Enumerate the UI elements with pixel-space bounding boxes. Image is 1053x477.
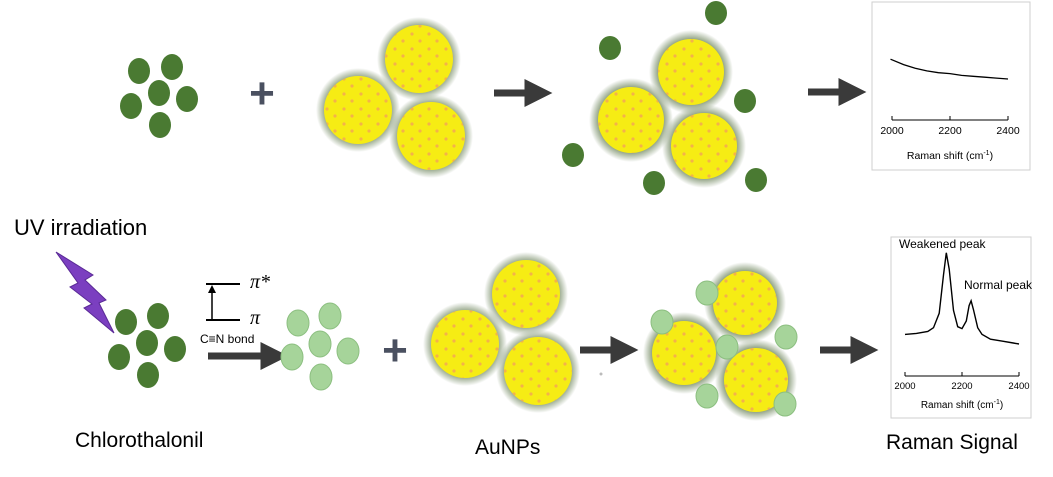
aunps-label: AuNPs bbox=[475, 436, 540, 459]
aunp bbox=[589, 78, 673, 162]
raman-spectrum-top: 2000 2200 2400 Raman shift (cm-1) bbox=[871, 1, 1031, 171]
aunp bbox=[649, 30, 733, 114]
molecule bbox=[108, 344, 130, 370]
bond-label: C≡N bond bbox=[200, 332, 254, 346]
energy-level-diagram: π* π C≡N bond bbox=[200, 271, 270, 346]
molecule bbox=[115, 309, 137, 335]
molecule bbox=[774, 324, 798, 350]
x-tick-label: 2200 bbox=[938, 125, 962, 137]
molecule bbox=[643, 171, 665, 195]
aunp bbox=[496, 329, 580, 413]
molecule bbox=[715, 334, 739, 360]
molecule bbox=[562, 143, 584, 167]
molecule bbox=[599, 36, 621, 60]
aunp-with-irradiated-molecules bbox=[643, 262, 798, 421]
irradiated-molecule-cluster bbox=[280, 302, 360, 391]
aunp bbox=[316, 68, 400, 152]
molecule bbox=[695, 280, 719, 306]
aunp-cluster-bottom bbox=[423, 252, 580, 413]
x-tick-label: 2200 bbox=[951, 381, 972, 392]
molecule bbox=[149, 112, 171, 138]
chlorothalonil-cluster-bottom bbox=[108, 303, 186, 388]
molecule bbox=[128, 58, 150, 84]
raman-signal-label: Raman Signal bbox=[886, 431, 1018, 454]
x-tick-label: 2400 bbox=[1008, 381, 1029, 392]
top-row: + bbox=[120, 1, 1031, 195]
normal-peak-label: Normal peak bbox=[964, 278, 1033, 292]
molecule bbox=[336, 337, 360, 365]
x-tick-label: 2400 bbox=[996, 125, 1020, 137]
lightning-bolt-icon bbox=[55, 251, 115, 334]
molecule bbox=[137, 362, 159, 388]
molecule bbox=[136, 330, 158, 356]
aunp bbox=[484, 252, 568, 336]
molecule bbox=[705, 1, 727, 25]
molecule bbox=[148, 80, 170, 106]
x-tick-label: 2000 bbox=[894, 381, 915, 392]
x-tick-label: 2000 bbox=[880, 125, 904, 137]
aunp bbox=[704, 262, 786, 344]
x-axis-label: Raman shift (cm-1) bbox=[921, 399, 1003, 411]
molecule bbox=[147, 303, 169, 329]
molecule bbox=[773, 391, 797, 417]
aunp bbox=[389, 94, 473, 178]
chlorothalonil-cluster-top bbox=[120, 54, 198, 138]
molecule bbox=[318, 302, 342, 330]
molecule bbox=[120, 93, 142, 119]
plus-sign-top: + bbox=[249, 69, 275, 118]
bottom-row: UV irradiation π* π C≡N bond bbox=[14, 215, 1033, 459]
uv-irradiation-label: UV irradiation bbox=[14, 215, 147, 240]
stray-dot bbox=[599, 372, 603, 376]
molecule bbox=[164, 336, 186, 362]
spectrum-frame bbox=[871, 1, 1031, 171]
molecule bbox=[734, 89, 756, 113]
spectrum-line bbox=[904, 252, 1020, 345]
molecule bbox=[309, 363, 333, 391]
pi-label: π bbox=[250, 307, 261, 329]
aunp bbox=[715, 339, 797, 421]
molecule bbox=[161, 54, 183, 80]
aunp-cluster-top bbox=[316, 17, 473, 178]
spectrum-line bbox=[890, 58, 1009, 80]
plus-sign-bottom: + bbox=[382, 326, 408, 375]
molecule bbox=[176, 86, 198, 112]
aunp-with-molecules-top bbox=[562, 1, 767, 195]
molecule bbox=[695, 383, 719, 409]
weakened-peak-label: Weakened peak bbox=[899, 237, 987, 251]
aunp bbox=[377, 17, 461, 101]
aunp bbox=[423, 302, 507, 386]
x-axis-label: Raman shift (cm-1) bbox=[907, 150, 993, 162]
molecule bbox=[650, 309, 674, 335]
pi-star-label: π* bbox=[250, 271, 270, 293]
molecule bbox=[280, 343, 304, 371]
molecule bbox=[745, 168, 767, 192]
chlorothalonil-label: Chlorothalonil bbox=[75, 429, 203, 452]
molecule bbox=[286, 309, 310, 337]
raman-spectrum-bottom: 2000 2200 2400 Weakened peak Normal peak R… bbox=[890, 236, 1033, 419]
aunp bbox=[662, 104, 746, 188]
molecule bbox=[308, 330, 332, 358]
